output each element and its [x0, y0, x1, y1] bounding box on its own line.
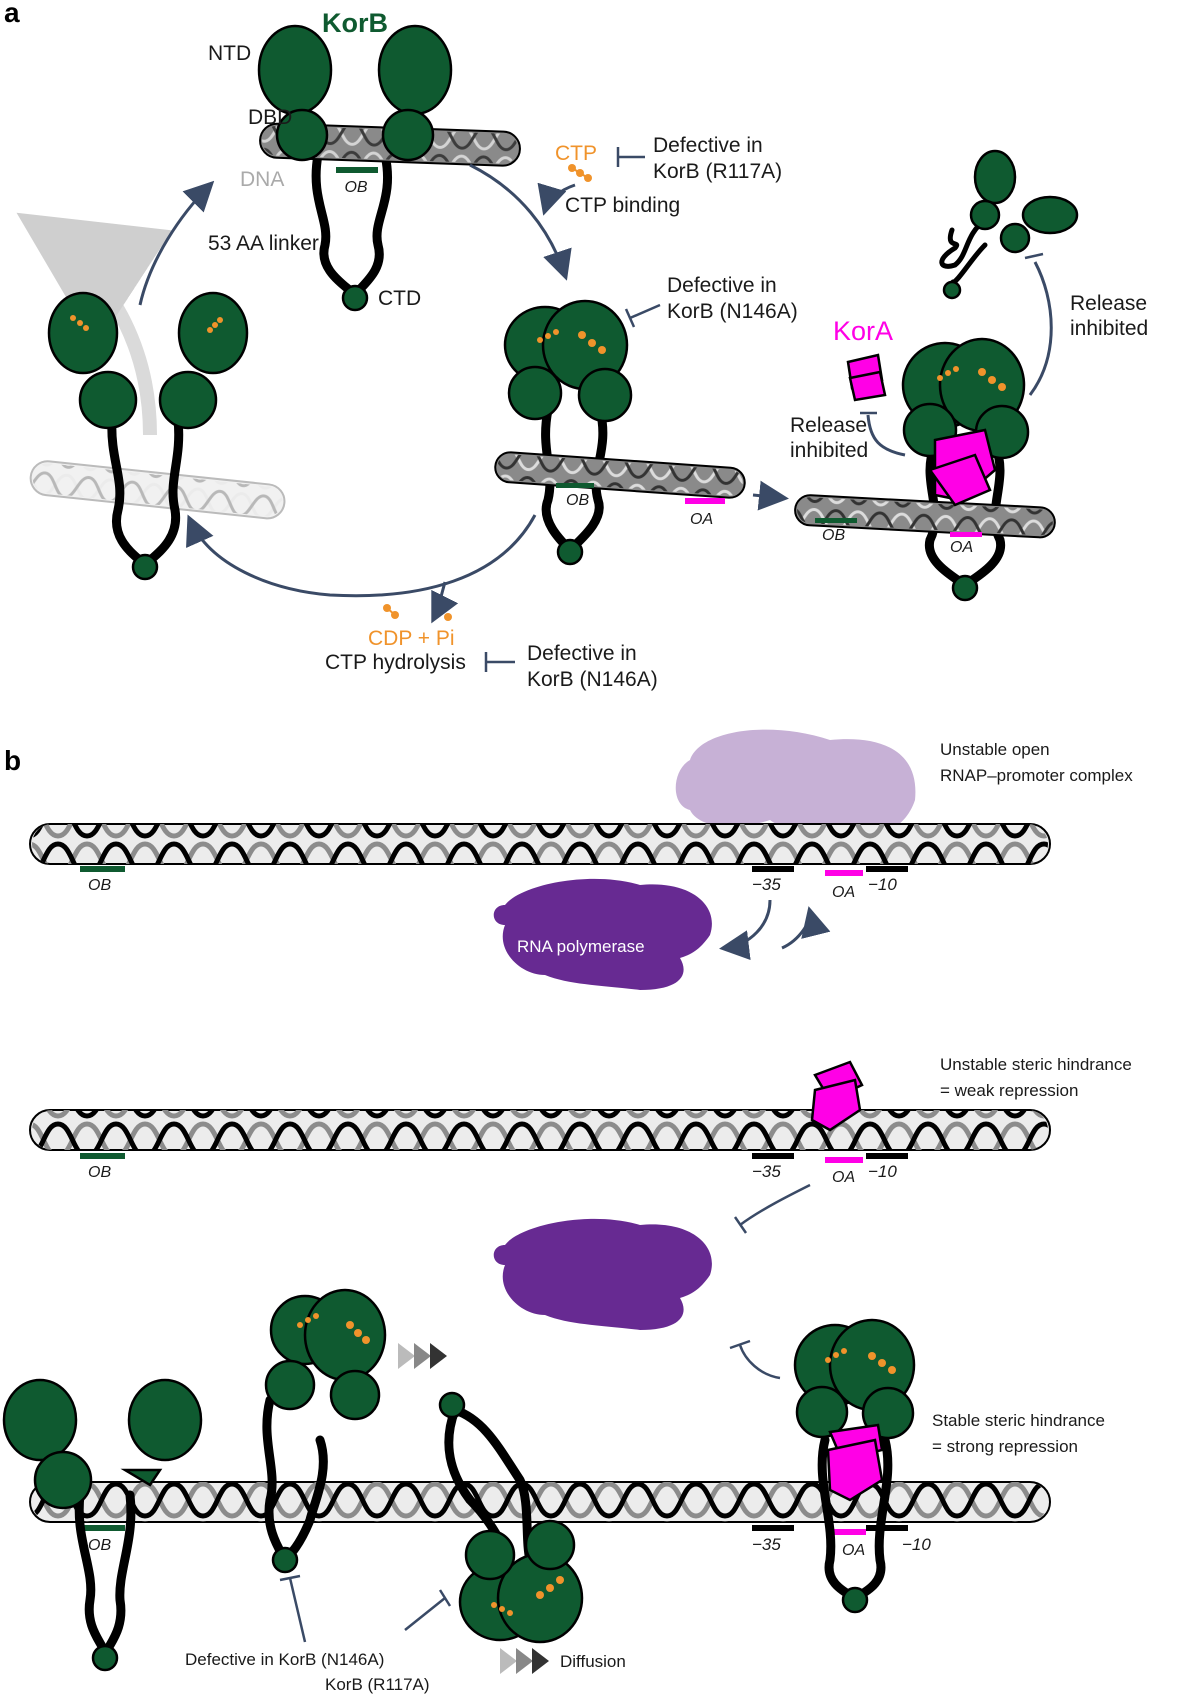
korb-kora-complex-row3	[793, 1318, 916, 1614]
defective-n146a-line1: Defective in	[667, 274, 777, 297]
rna-polymerase-label: RNA polymerase	[517, 937, 645, 956]
diffusion-label: Diffusion	[560, 1652, 626, 1671]
defective-bottom-line2: KorB (R117A)	[325, 1675, 430, 1694]
kora-dimer-row2	[810, 1060, 864, 1132]
minus35-b2: −35	[752, 1162, 781, 1181]
cycle-arrow-bottom	[186, 514, 537, 598]
rna-polymerase	[493, 878, 712, 990]
inhibition-bottom-right	[404, 1597, 446, 1631]
unstable-open-line1: Unstable open	[940, 740, 1050, 759]
unstable-open-line2: RNAP–promoter complex	[940, 766, 1133, 785]
rnap-arrow-on	[781, 906, 831, 950]
ctd-label: CTD	[378, 287, 421, 310]
korb-open-ctp	[29, 291, 286, 581]
defective-bottom-line1: Defective in KorB (N146A)	[185, 1650, 384, 1669]
defective-hydro-line2: KorB (N146A)	[527, 668, 658, 691]
panel-label-a: a	[4, 0, 20, 28]
diffusion-chevrons-legend	[500, 1648, 549, 1674]
korb-open-ob-row3	[2, 1378, 203, 1672]
oa-site-b2: OA	[832, 1169, 855, 1186]
defective-r117a-line1: Defective in	[653, 134, 763, 157]
release-inhibited-line2: inhibited	[790, 439, 868, 462]
minus10-b1: −10	[868, 875, 897, 894]
dbd-label: DBD	[248, 106, 292, 129]
ctp-binding-arrow	[537, 182, 576, 216]
release-arrow-kora	[866, 414, 906, 457]
linker-label: 53 AA linker	[208, 232, 319, 255]
inhibition-weak	[739, 1183, 811, 1227]
kora-free	[846, 353, 887, 402]
korb-closed-clamp	[494, 299, 746, 566]
kora-title: KorA	[833, 316, 893, 346]
oa-site-b3: OA	[842, 1542, 865, 1559]
stable-steric-line2: = strong repression	[932, 1437, 1078, 1456]
defective-hydro-line1: Defective in	[527, 642, 637, 665]
oa-site-b1: OA	[832, 884, 855, 901]
minus10-b3: −10	[902, 1535, 931, 1554]
defective-r117a-line2: KorB (R117A)	[653, 160, 782, 183]
ctp-hydrolysis-label: CTP hydrolysis	[325, 651, 466, 674]
rna-polymerase-blocked	[493, 1218, 712, 1330]
oa-site-label-right: OA	[950, 539, 973, 556]
cycle-arrow-1	[469, 163, 572, 281]
oa-site-label-mid: OA	[690, 511, 713, 528]
stable-steric-line1: Stable steric hindrance	[932, 1411, 1105, 1430]
release-inhibited2-line2: inhibited	[1070, 317, 1148, 340]
inhibition-bottom-left	[288, 1577, 307, 1643]
unstable-steric-line1: Unstable steric hindrance	[940, 1055, 1132, 1074]
cdp-label: CDP + Pi	[368, 627, 455, 650]
rnap-open-complex-faint	[675, 729, 916, 840]
ctp-molecule-icon	[568, 164, 592, 182]
ob-site-label-mid: OB	[566, 492, 589, 509]
ob-site-label-top: OB	[344, 179, 367, 196]
minus10-b2: −10	[868, 1162, 897, 1181]
ctp-binding-label: CTP binding	[565, 194, 680, 217]
unstable-steric-line2: = weak repression	[940, 1081, 1078, 1100]
cycle-arrow-left-up	[138, 180, 215, 306]
hydrolysis-arrow	[431, 581, 459, 624]
gray-release-arrow	[16, 212, 173, 436]
korb-title: KorB	[322, 8, 388, 38]
ntd-label: NTD	[208, 42, 251, 65]
korb-kora-complex	[794, 337, 1056, 602]
minus35-b3: −35	[752, 1535, 781, 1554]
ob-site-b1: OB	[88, 877, 111, 894]
korb-dimer-top	[257, 24, 521, 312]
dna-label: DNA	[240, 168, 284, 191]
ob-site-b2: OB	[88, 1164, 111, 1181]
release-arrow-korb	[1028, 261, 1053, 396]
rnap-arrow-off	[719, 899, 772, 961]
arrow-to-kora-complex	[752, 480, 789, 511]
korb-released	[939, 149, 1079, 300]
diffusion-chevrons-top	[398, 1343, 447, 1369]
korb-diffusing-row3	[438, 1391, 584, 1644]
minus35-b1: −35	[752, 875, 781, 894]
panel-label-b: b	[4, 745, 21, 776]
inhibition-n146a-top	[629, 303, 661, 320]
release-inhibited2-line1: Release	[1070, 292, 1147, 315]
ob-site-label-right: OB	[822, 527, 845, 544]
defective-n146a-line2: KorB (N146A)	[667, 300, 798, 323]
inhibition-strong	[738, 1344, 781, 1380]
ctp-label: CTP	[555, 142, 597, 165]
release-inhibited-line1: Release	[790, 414, 867, 437]
korb-sliding-row3	[262, 1288, 387, 1574]
cdp-molecule-icon	[383, 604, 452, 621]
ob-site-b3: OB	[88, 1537, 111, 1554]
